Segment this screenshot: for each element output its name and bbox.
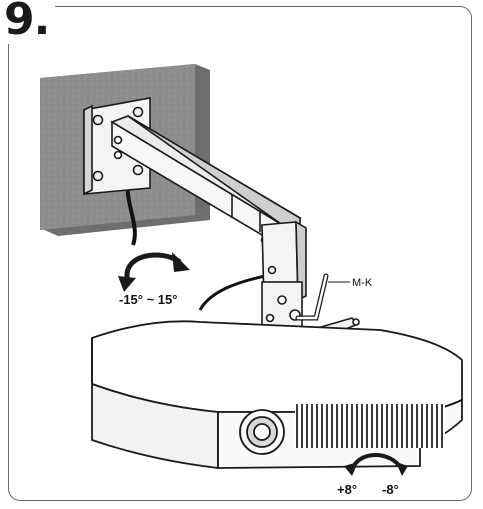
- tool-label: M-K: [352, 277, 373, 289]
- tilt-minus-label: -8°: [382, 482, 399, 497]
- rotation-arrow-icon: [118, 252, 190, 292]
- projector: [91, 320, 463, 470]
- extension-arm: [110, 115, 302, 250]
- tilt-arrow-icon: [344, 453, 408, 476]
- hex-key-icon: [295, 273, 350, 321]
- tilt-plus-label: +8°: [337, 482, 357, 497]
- wall-rotation-label: -15° ~ 15°: [119, 292, 177, 307]
- tilt-joint: [261, 281, 303, 329]
- step-number: 9.: [0, 0, 56, 44]
